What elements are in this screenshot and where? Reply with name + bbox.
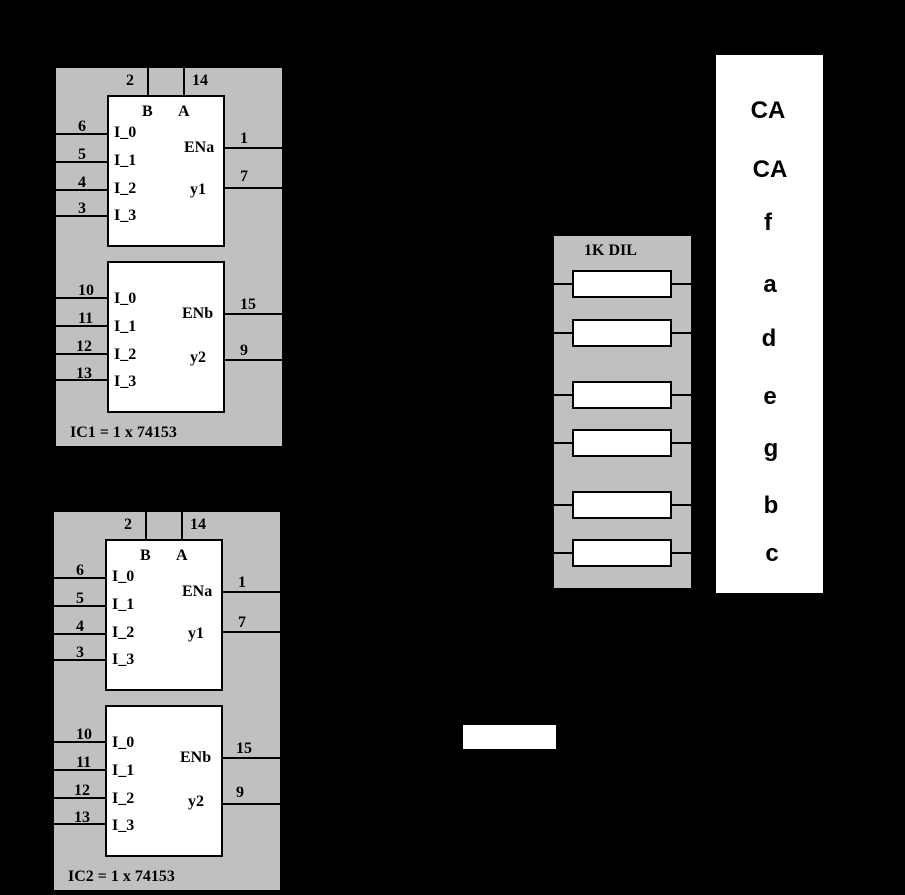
ic1-enable-b-label: ENb xyxy=(182,305,213,322)
resistor-pack: 1K DIL xyxy=(554,236,691,588)
resistor-group xyxy=(554,270,691,567)
ic2-pin-b: 2 xyxy=(124,516,132,533)
ic1-pin-output-y1: 7 xyxy=(240,168,248,185)
ic1-pin-enable-b: 15 xyxy=(240,296,256,313)
resistor-4 xyxy=(572,429,672,457)
ic1-mux-lower xyxy=(107,261,225,413)
resistor-pack-label: 1K DIL xyxy=(584,242,637,259)
ic1-pin-input: 10 xyxy=(78,282,94,299)
ic2-pin-input: 6 xyxy=(76,562,84,579)
ic1-caption: IC1 = 1 x 74153 xyxy=(70,424,177,441)
ic1-enable-a-label: ENa xyxy=(184,139,214,156)
resistor-1 xyxy=(572,270,672,298)
ic2-pin-input: 3 xyxy=(76,644,84,661)
ic1-input-label: I_3 xyxy=(114,207,136,224)
ic1-pin-input: 12 xyxy=(76,338,92,355)
ic2-pin-output-y2: 9 xyxy=(236,784,244,801)
ic1-module: 2 14 B A 6 5 4 3 I_0 I_1 I_2 I_3 ENa y1 … xyxy=(56,68,282,446)
display-pin-label: c xyxy=(765,540,778,567)
ic1-input-label: I_2 xyxy=(114,346,136,363)
resistor-6 xyxy=(572,539,672,567)
ic1-input-label: I_3 xyxy=(114,373,136,390)
ic1-output-y1-label: y1 xyxy=(190,181,206,198)
ic2-enable-a-label: ENa xyxy=(182,583,212,600)
ic1-input-label: I_2 xyxy=(114,180,136,197)
ic1-pin-input: 11 xyxy=(78,310,93,327)
display-pin-label: g xyxy=(764,435,779,462)
ic1-input-label: I_1 xyxy=(114,152,136,169)
ic1-pin-enable-a: 1 xyxy=(240,130,248,147)
ic2-output-y1-label: y1 xyxy=(188,625,204,642)
ic2-pin-enable-b: 15 xyxy=(236,740,252,757)
ic1-output-y2-label: y2 xyxy=(190,349,206,366)
ic2-input-label: I_0 xyxy=(112,568,134,585)
ic2-mux-lower xyxy=(105,705,223,857)
ic2-input-label: I_1 xyxy=(112,762,134,779)
ic1-pin-b: 2 xyxy=(126,72,134,89)
ic2-mux-upper xyxy=(105,539,223,691)
seven-segment-display: CA CA f a d e g b c xyxy=(716,55,823,593)
resistor-5 xyxy=(572,491,672,519)
ic1-input-label: I_0 xyxy=(114,124,136,141)
ic1-pin-input: 13 xyxy=(76,365,92,382)
ic2-pin-input: 5 xyxy=(76,590,84,607)
ic1-select-b-label: B xyxy=(142,103,153,120)
display-pin-label: f xyxy=(764,209,773,236)
ic2-caption: IC2 = 1 x 74153 xyxy=(68,868,175,885)
ic1-pin-input: 6 xyxy=(78,118,86,135)
ic2-input-label: I_2 xyxy=(112,624,134,641)
ic1-pin-a: 14 xyxy=(192,72,208,89)
display-pin-label: a xyxy=(763,271,777,298)
display-pin-label: e xyxy=(763,383,776,410)
ic2-input-label: I_2 xyxy=(112,790,134,807)
ic1-input-label: I_0 xyxy=(114,290,136,307)
ic1-pin-output-y2: 9 xyxy=(240,342,248,359)
display-pin-label: CA xyxy=(751,97,786,124)
ic1-mux-upper xyxy=(107,95,225,247)
ic1-pin-input: 5 xyxy=(78,146,86,163)
ic2-select-b-label: B xyxy=(140,547,151,564)
ic1-select-a-label: A xyxy=(178,103,190,120)
ic1-input-label: I_1 xyxy=(114,318,136,335)
ic2-pin-enable-a: 1 xyxy=(238,574,246,591)
ic2-pin-input: 12 xyxy=(74,782,90,799)
resistor-3 xyxy=(572,381,672,409)
ic2-pin-input: 13 xyxy=(74,809,90,826)
ic2-module: 2 14 B A 6 5 4 3 I_0 I_1 I_2 I_3 ENa y1 … xyxy=(54,512,280,890)
display-pin-label: CA xyxy=(753,156,788,183)
ic1-pin-input: 4 xyxy=(78,174,86,191)
ic2-output-y2-label: y2 xyxy=(188,793,204,810)
ic2-input-label: I_3 xyxy=(112,817,134,834)
ic2-pin-input: 10 xyxy=(76,726,92,743)
display-pin-label: d xyxy=(762,325,777,352)
ic2-input-label: I_0 xyxy=(112,734,134,751)
display-pin-label: b xyxy=(764,492,779,519)
ic2-enable-b-label: ENb xyxy=(180,749,211,766)
ic2-input-label: I_3 xyxy=(112,651,134,668)
small-component xyxy=(463,725,556,749)
ic2-input-label: I_1 xyxy=(112,596,134,613)
display-panel xyxy=(716,55,823,593)
ic2-select-a-label: A xyxy=(176,547,188,564)
ic1-pin-input: 3 xyxy=(78,200,86,217)
resistor-2 xyxy=(572,319,672,347)
ic2-pin-output-y1: 7 xyxy=(238,614,246,631)
ic2-pin-a: 14 xyxy=(190,516,206,533)
ic2-pin-input: 4 xyxy=(76,618,84,635)
ic2-pin-input: 11 xyxy=(76,754,91,771)
